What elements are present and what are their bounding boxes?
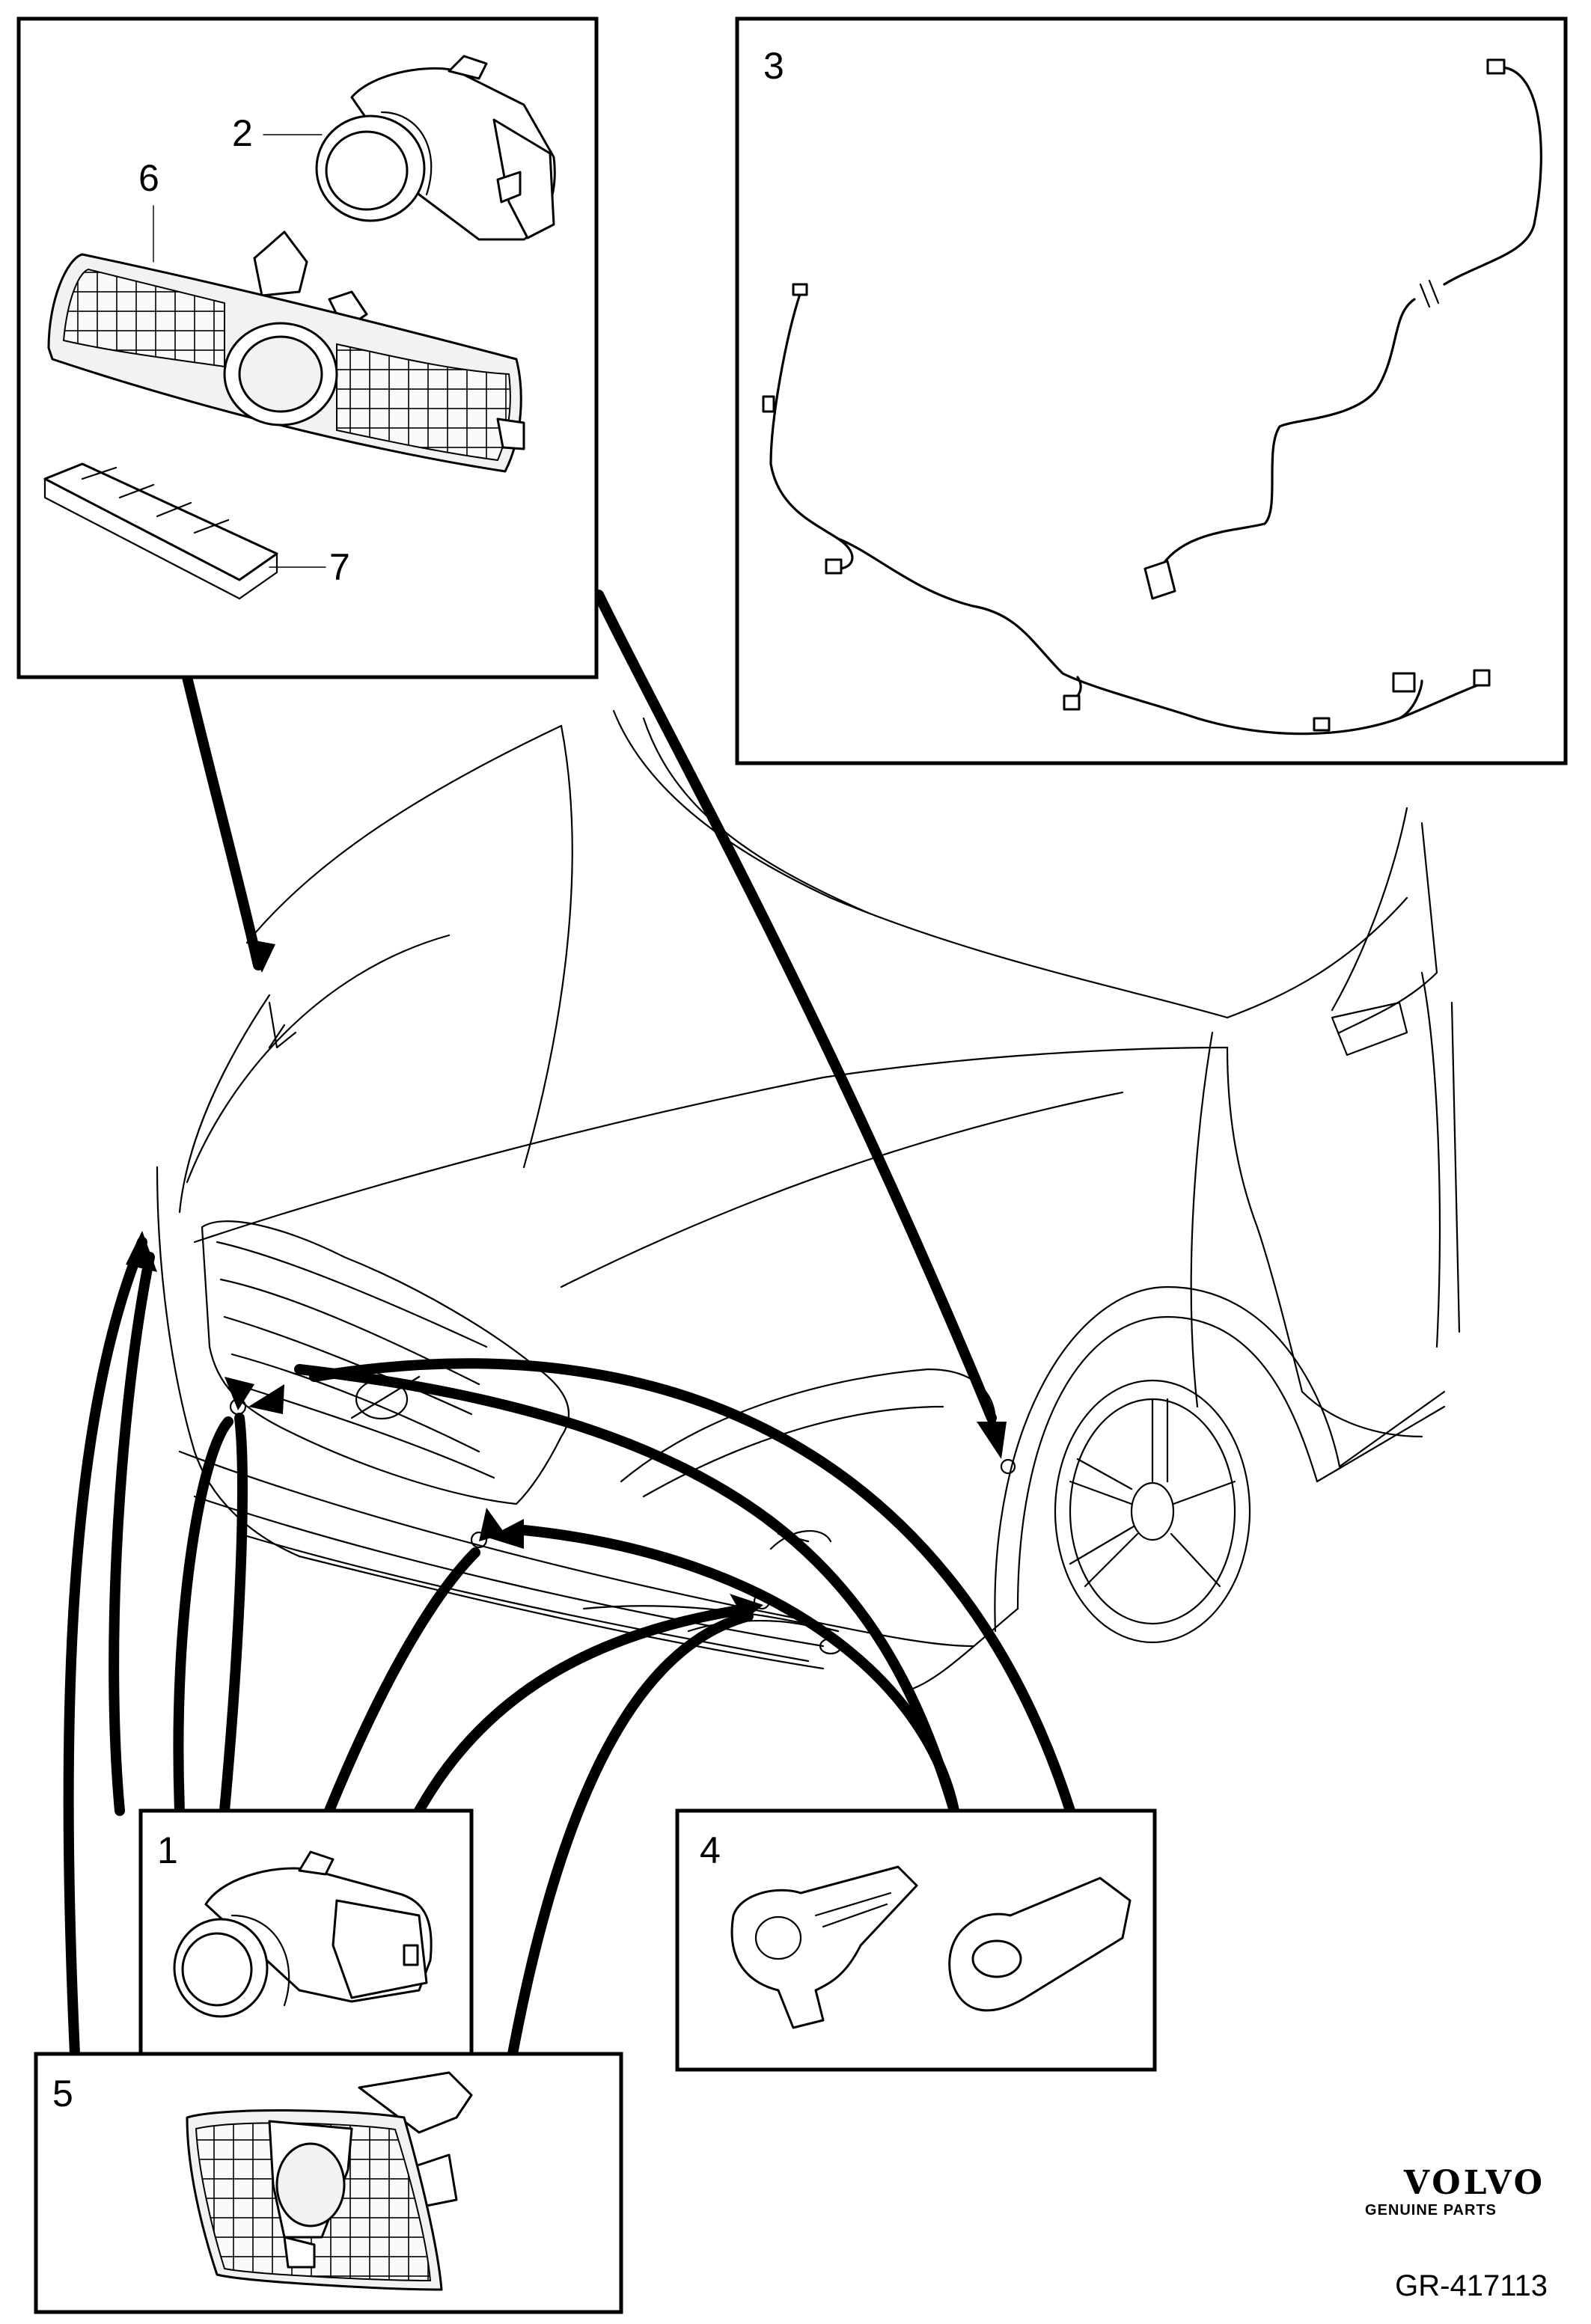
callout-number-1: 1 — [157, 1829, 178, 1871]
arrowheads — [126, 939, 1007, 1620]
illustration-reference-number: GR-417113 — [1395, 2269, 1548, 2302]
parking-sensor-part-2 — [315, 55, 556, 241]
sensor-holder-part-5 — [186, 2071, 473, 2291]
callout-number-6: 6 — [138, 157, 159, 199]
wiring-harness-part-3 — [762, 58, 1542, 736]
mounting-clip-part-4 — [730, 1865, 918, 2029]
parking-sensor-part-1 — [173, 1850, 433, 2018]
callout-box-sensor-holder: 2 6 7 — [16, 16, 599, 679]
callout-number-4: 4 — [700, 1829, 721, 1871]
brand-tagline: GENUINE PARTS — [1365, 2202, 1497, 2218]
leader-lines — [63, 590, 1075, 2059]
brand-block: VOLVO GENUINE PARTS GR-417113 — [1365, 2164, 1548, 2302]
callout-box-sensor: 1 — [138, 1808, 474, 2058]
car-front-illustration — [156, 709, 1461, 1692]
callout-box-sensor-holder-large: 5 — [34, 2052, 623, 2314]
gasket-plate-part-4 — [948, 1877, 1132, 2012]
callout-box-clip-bracket: 4 — [675, 1808, 1157, 2072]
callout-number-3: 3 — [763, 45, 784, 87]
callout-box-wiring-harness: 3 — [735, 16, 1568, 765]
callout-number-7: 7 — [329, 546, 350, 588]
adhesive-pads-part-7 — [43, 462, 278, 600]
callout-number-5: 5 — [52, 2073, 73, 2114]
callout-number-2: 2 — [232, 112, 253, 154]
volvo-logo: VOLVO — [1403, 2164, 1545, 2202]
sensor-holder-part-6 — [47, 230, 525, 473]
